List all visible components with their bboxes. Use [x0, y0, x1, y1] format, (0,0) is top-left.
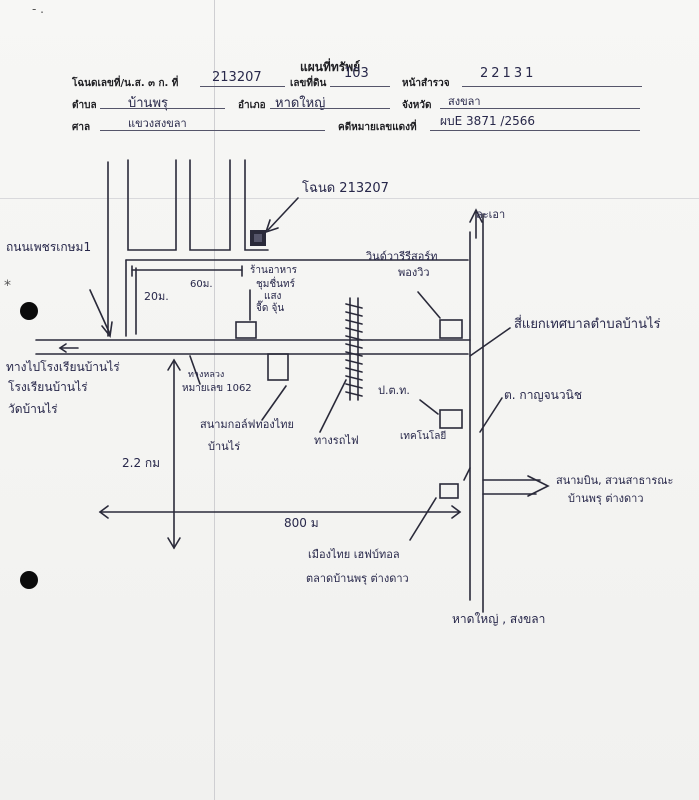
- document-title: แผนที่ทรัพย์: [300, 60, 361, 74]
- district-value: หาดใหญ่: [275, 96, 326, 111]
- north-label: ละเอา: [476, 208, 506, 221]
- airport-line-1: สนามบิน, สวนสาธารณะ: [556, 474, 674, 487]
- shop-label-4: จื๊ด จุ้น: [256, 303, 285, 314]
- fold-line-horizontal: [0, 198, 699, 199]
- south-label: หาดใหญ่ , สงขลา: [452, 612, 546, 626]
- province-label: จังหวัด: [402, 100, 432, 111]
- road-1062-line-1: ทางหลวง: [188, 370, 225, 380]
- land-no-label: เลขที่ดิน: [290, 78, 327, 89]
- punch-hole-top: [20, 302, 38, 320]
- subdistrict-label: ตำบล: [72, 100, 97, 111]
- school-line-2: โรงเรียนบ้านไร่: [8, 380, 88, 394]
- fold-line-vertical: [214, 0, 215, 800]
- survey-label: หน้าสำรวจ: [402, 78, 450, 89]
- shop-label-3: แสง: [264, 291, 282, 302]
- case-value: ผบE 3871 /2566: [440, 114, 535, 128]
- railway-label: ทางรถไฟ: [314, 434, 359, 447]
- temple-label: ต. กาญจนวนิช: [504, 388, 582, 402]
- case-label: คดีหมายเลขแดงที่: [338, 122, 417, 133]
- survey-value: 22131: [480, 66, 537, 81]
- pol-line-2: เทคโนโลยี: [400, 431, 447, 442]
- punch-hole-bottom: [20, 571, 38, 589]
- school-line-3: วัดบ้านไร่: [8, 402, 58, 416]
- shop-label-2: ชุมชื่นทร์: [256, 279, 295, 290]
- hotel-line-2: ตลาดบ้านพรุ ต่างดาว: [306, 572, 409, 585]
- shop-label-1: ร้านอาหาร: [250, 265, 298, 276]
- top-mark: - .: [32, 2, 44, 16]
- deed-label: โฉนดเลขที่/น.ส. ๓ ก. ที่: [72, 78, 179, 89]
- deed-pointer-label: โฉนด 213207: [302, 181, 389, 196]
- land-no-value: 103: [344, 66, 369, 81]
- hotel-line-1: เมืองไทย เฮฟบ์ทอล: [308, 548, 400, 561]
- deed-value: 213207: [212, 70, 262, 85]
- road-left-label: ถนนเพชรเกษม1: [6, 240, 92, 254]
- resort-label-1: วินด์วารีรีสอร์ท: [366, 250, 438, 263]
- court-value: แขวงสงขลา: [128, 117, 187, 130]
- park-line-1: สนามกอล์ฟทองไทย: [200, 418, 294, 431]
- road-1062-line-2: หมายเลข 1062: [182, 383, 252, 394]
- dist-60-label: 60ม.: [190, 279, 213, 290]
- park-line-2: บ้านไร่: [208, 440, 241, 453]
- province-value: สงขลา: [448, 95, 481, 108]
- junction-label: สี่แยกเทศบาลตำบลบ้านไร่: [514, 317, 661, 332]
- district-label: อำเภอ: [238, 100, 266, 111]
- court-label: ศาล: [72, 122, 91, 133]
- airport-line-2: บ้านพรุ ต่างดาว: [568, 492, 644, 505]
- dist-800-label: 800 ม: [284, 516, 319, 530]
- side-mark: *: [4, 278, 11, 294]
- pol-line-1: ป.ต.ท.: [378, 384, 410, 397]
- school-line-1: ทางไปโรงเรียนบ้านไร่: [6, 360, 120, 374]
- subdistrict-value: บ้านพรุ: [128, 96, 168, 111]
- dist-20-label: 20ม.: [144, 290, 169, 303]
- resort-label-2: พองวิว: [398, 266, 430, 279]
- dist-22-label: 2.2 กม: [122, 456, 161, 470]
